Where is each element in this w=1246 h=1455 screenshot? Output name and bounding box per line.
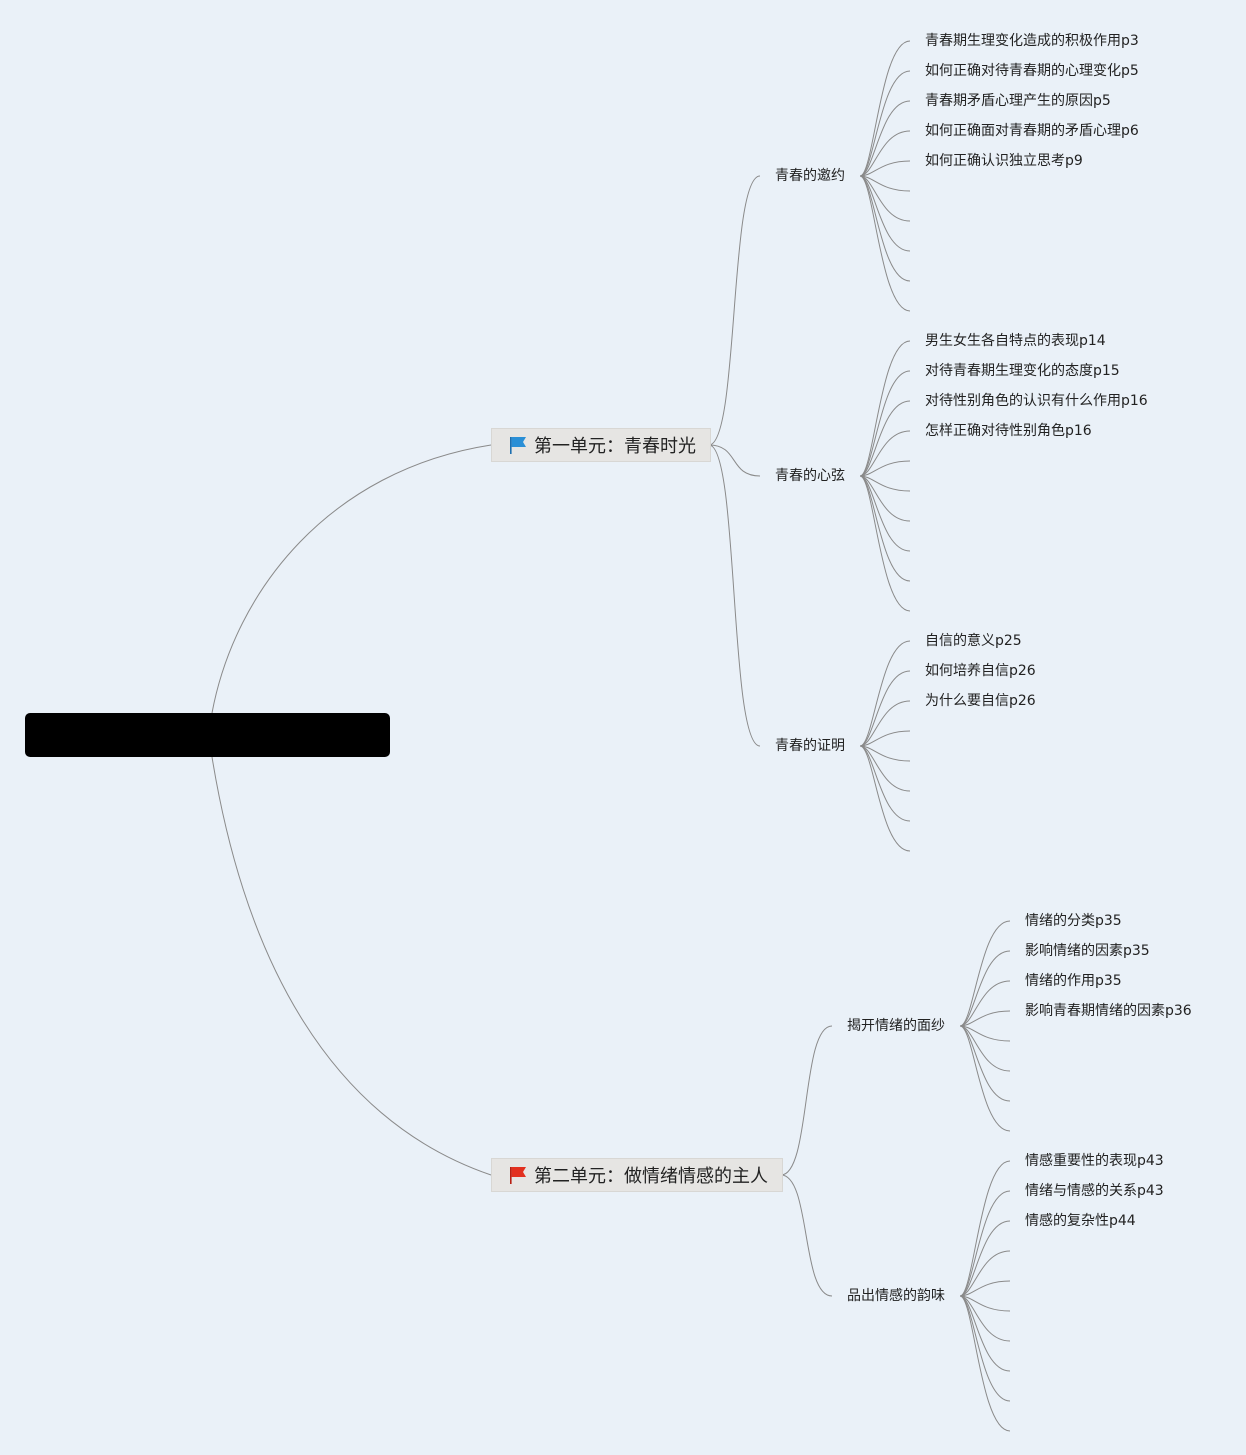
connector-line (959, 920, 1011, 1027)
connector-line (708, 444, 761, 477)
connector-line (780, 1025, 833, 1176)
lesson-qingchun-yaoyue[interactable]: 青春的邀约 (775, 168, 845, 184)
point-node[interactable]: 男生女生各自特点的表现p14 (925, 333, 1106, 349)
connector-line (959, 1160, 1011, 1297)
connector-line (959, 1025, 1011, 1072)
point-node[interactable]: 怎样正确对待性别角色p16 (925, 423, 1092, 439)
point-node[interactable]: 影响青春期情绪的因素p36 (1025, 1003, 1192, 1019)
point-node[interactable]: 如何培养自信p26 (925, 663, 1036, 679)
connector-line (859, 670, 911, 747)
connector-line (859, 130, 911, 177)
connector-line (959, 1280, 1011, 1297)
connector-line (211, 756, 492, 1176)
point-node[interactable]: 对待青春期生理变化的态度p15 (925, 363, 1120, 379)
connector-line (859, 460, 911, 477)
connector-line (708, 175, 761, 446)
point-node[interactable]: 情感的复杂性p44 (1025, 1213, 1136, 1229)
connector-line (708, 444, 761, 747)
point-node[interactable]: 如何正确认识独立思考p9 (925, 153, 1083, 169)
lesson-qingchun-xinxian[interactable]: 青春的心弦 (775, 468, 845, 484)
point-node[interactable]: 自信的意义p25 (925, 633, 1022, 649)
connector-line (859, 175, 911, 312)
point-node[interactable]: 情绪的分类p35 (1025, 913, 1122, 929)
unit-2-node[interactable]: 第二单元：做情绪情感的主人 (491, 1158, 783, 1192)
red-flag-icon (510, 1167, 526, 1184)
connector-line (211, 444, 492, 714)
connector-line (959, 1010, 1011, 1027)
connector-line (959, 1190, 1011, 1297)
connector-line (959, 950, 1011, 1027)
point-node[interactable]: 情绪的作用p35 (1025, 973, 1122, 989)
connector-line (859, 40, 911, 177)
unit-2-label: 第二单元：做情绪情感的主人 (534, 1166, 768, 1187)
lesson-pinchu-qinggan[interactable]: 品出情感的韵味 (847, 1288, 945, 1304)
connector-line (959, 1025, 1011, 1132)
connector-line (859, 700, 911, 747)
connector-line (859, 730, 911, 747)
connector-line (959, 1220, 1011, 1297)
connector-line (859, 340, 911, 477)
point-node[interactable]: 如何正确面对青春期的矛盾心理p6 (925, 123, 1139, 139)
connector-line (959, 1250, 1011, 1297)
lesson-jiekai-qingxu[interactable]: 揭开情绪的面纱 (847, 1018, 945, 1034)
point-node[interactable]: 对待性别角色的认识有什么作用p16 (925, 393, 1148, 409)
blue-flag-icon (510, 437, 526, 454)
connector-line (859, 475, 911, 522)
connector-line (859, 745, 911, 852)
point-node[interactable]: 青春期生理变化造成的积极作用p3 (925, 33, 1139, 49)
connector-line (859, 70, 911, 177)
connector-line (859, 640, 911, 747)
point-node[interactable]: 情感重要性的表现p43 (1025, 1153, 1164, 1169)
point-node[interactable]: 为什么要自信p26 (925, 693, 1036, 709)
connector-line (959, 1295, 1011, 1432)
connector-line (959, 1295, 1011, 1342)
point-node[interactable]: 情绪与情感的关系p43 (1025, 1183, 1164, 1199)
connector-line (859, 745, 911, 792)
lesson-qingchun-zhengming[interactable]: 青春的证明 (775, 738, 845, 754)
connector-line (780, 1174, 833, 1297)
connector-line (859, 175, 911, 222)
connector-line (859, 475, 911, 612)
unit-1-label: 第一单元：青春时光 (534, 436, 696, 457)
connector-line (859, 160, 911, 177)
point-node[interactable]: 青春期矛盾心理产生的原因p5 (925, 93, 1111, 109)
connector-line (859, 400, 911, 477)
root-topic-redacted[interactable] (25, 713, 390, 757)
point-node[interactable]: 影响情绪的因素p35 (1025, 943, 1150, 959)
connector-line (859, 430, 911, 477)
connector-line (859, 370, 911, 477)
connector-line (959, 980, 1011, 1027)
unit-1-node[interactable]: 第一单元：青春时光 (491, 428, 711, 462)
point-node[interactable]: 如何正确对待青春期的心理变化p5 (925, 63, 1139, 79)
connector-line (859, 100, 911, 177)
